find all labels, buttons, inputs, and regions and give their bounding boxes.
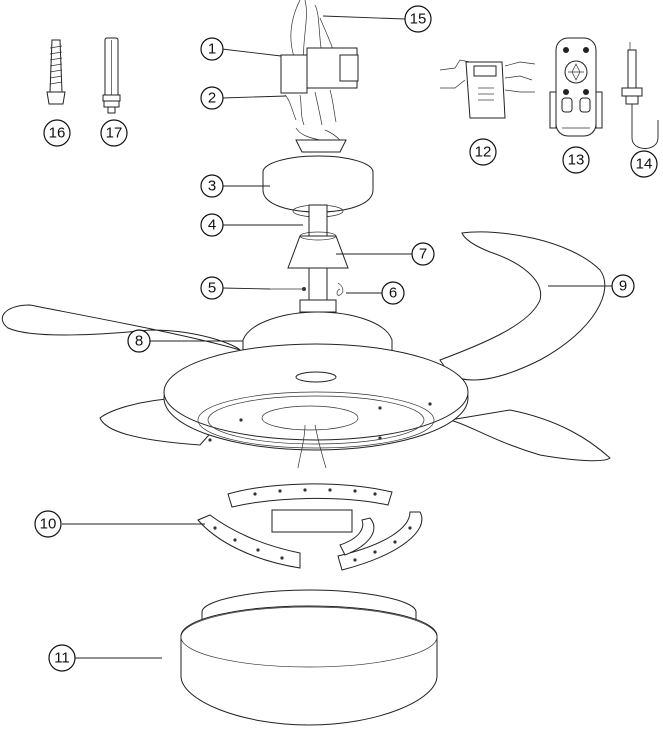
callout-1: 1 xyxy=(200,37,224,61)
anchor-bolt-part xyxy=(102,37,121,114)
callout-label: 14 xyxy=(636,156,653,173)
callout-5: 5 xyxy=(200,276,224,300)
callout-label: 5 xyxy=(208,280,216,297)
callout-label: 12 xyxy=(475,144,492,161)
callout-16: 16 xyxy=(43,119,71,147)
callout-3: 3 xyxy=(200,174,224,198)
callout-4: 4 xyxy=(200,213,224,237)
callout-9: 9 xyxy=(611,274,635,298)
callout-label: 2 xyxy=(208,90,216,107)
leader-lines xyxy=(62,15,612,659)
callout-8: 8 xyxy=(127,329,151,353)
callout-label: 9 xyxy=(619,278,627,295)
motor-housing-part xyxy=(242,299,393,353)
callout-label: 1 xyxy=(208,41,216,58)
callout-15: 15 xyxy=(404,5,432,33)
callout-11: 11 xyxy=(48,644,76,672)
mounting-bracket-part xyxy=(280,0,359,141)
callout-label: 16 xyxy=(49,125,66,142)
callout-6: 6 xyxy=(381,281,405,305)
callout-7: 7 xyxy=(411,242,435,266)
callout-13: 13 xyxy=(562,146,590,174)
lamp-shade-part xyxy=(180,589,438,726)
callout-label: 6 xyxy=(389,285,397,302)
callout-label: 8 xyxy=(135,333,143,350)
callout-label: 3 xyxy=(208,178,216,195)
callout-label: 7 xyxy=(419,246,427,263)
callout-17: 17 xyxy=(100,119,128,147)
screw-part xyxy=(46,39,66,105)
callout-12: 12 xyxy=(469,138,497,166)
hook-part xyxy=(621,42,659,149)
callout-2: 2 xyxy=(200,86,224,110)
callout-label: 11 xyxy=(54,650,70,667)
callout-10: 10 xyxy=(34,510,62,538)
callout-label: 17 xyxy=(106,125,123,142)
callout-label: 13 xyxy=(568,152,585,169)
canopy-part xyxy=(262,139,374,218)
fan-body-part xyxy=(163,343,469,469)
remote-control-part xyxy=(549,37,603,137)
callout-label: 10 xyxy=(40,516,57,533)
led-board-part xyxy=(197,483,423,571)
callout-14: 14 xyxy=(630,150,658,178)
callout-label: 15 xyxy=(410,11,427,28)
receiver-part xyxy=(439,59,536,119)
callout-label: 4 xyxy=(208,217,216,234)
downrod-part xyxy=(270,204,349,301)
